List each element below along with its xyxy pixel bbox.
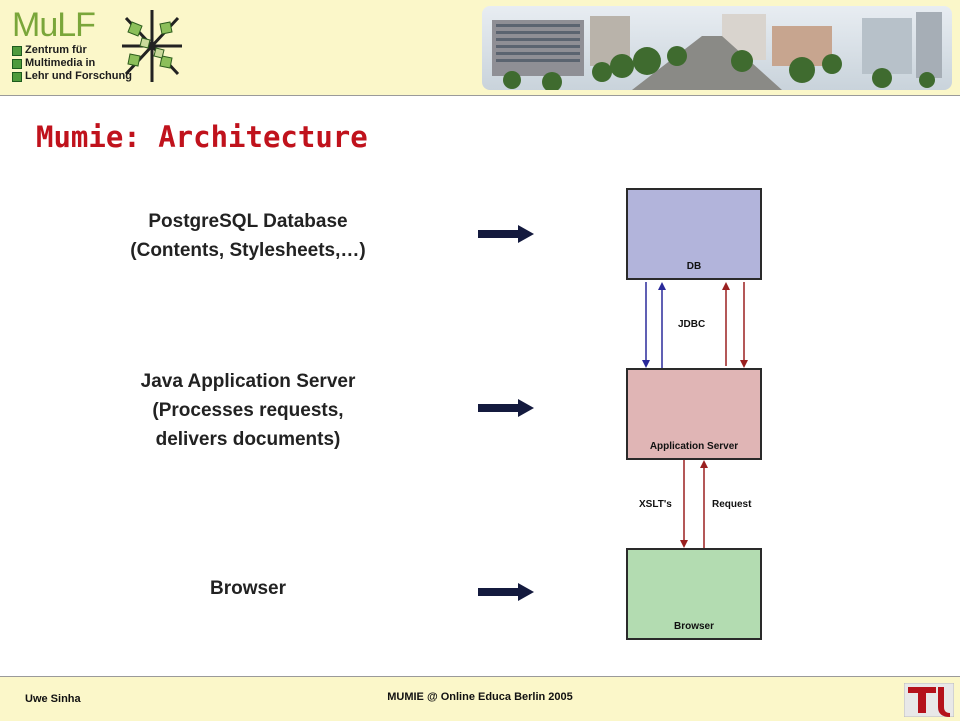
footer-event: MUMIE @ Online Educa Berlin 2005 xyxy=(387,691,573,703)
logo-line: Lehr und Forschung xyxy=(12,70,132,83)
pointer-arrow-icon xyxy=(478,583,534,601)
logo-square-icon xyxy=(12,45,22,56)
tu-berlin-logo-icon xyxy=(904,683,954,717)
logo-tagline: Zentrum für Multimedia in Lehr und Forsc… xyxy=(12,44,132,83)
browser-box-label: Browser xyxy=(673,621,714,632)
app-server-box: Application Server xyxy=(626,368,762,460)
db-box: DB xyxy=(626,188,762,280)
mulf-logo: MuLF Zentrum für Multimedia in Lehr und … xyxy=(8,6,188,90)
db-box-label: DB xyxy=(686,261,702,272)
slide-title: Mumie: Architecture xyxy=(36,120,368,154)
logo-line: Multimedia in xyxy=(12,57,132,70)
layer-label-database: PostgreSQL Database (Contents, Styleshee… xyxy=(130,211,366,261)
footer-author: Uwe Sinha xyxy=(25,693,81,705)
xslt-label: XSLT's xyxy=(639,499,672,510)
campus-photo xyxy=(482,6,952,90)
layer-label-app-server: Java Application Server (Processes reque… xyxy=(140,371,356,450)
app-server-box-label: Application Server xyxy=(649,441,739,452)
pointer-arrow-icon xyxy=(478,225,534,243)
browser-box: Browser xyxy=(626,548,762,640)
jdbc-label: JDBC xyxy=(678,319,706,330)
logo-wordmark: MuLF xyxy=(12,6,96,44)
logo-square-icon xyxy=(12,71,22,82)
footer-band: Uwe Sinha MUMIE @ Online Educa Berlin 20… xyxy=(0,676,960,721)
header-band: MuLF Zentrum für Multimedia in Lehr und … xyxy=(0,0,960,96)
logo-square-icon xyxy=(12,58,22,69)
campus-map-icon xyxy=(122,10,182,82)
pointer-arrow-icon xyxy=(478,399,534,417)
connector-arrows xyxy=(642,282,748,548)
logo-line: Zentrum für xyxy=(12,44,132,57)
request-label: Request xyxy=(712,499,752,510)
layer-label-browser: Browser xyxy=(209,578,287,599)
